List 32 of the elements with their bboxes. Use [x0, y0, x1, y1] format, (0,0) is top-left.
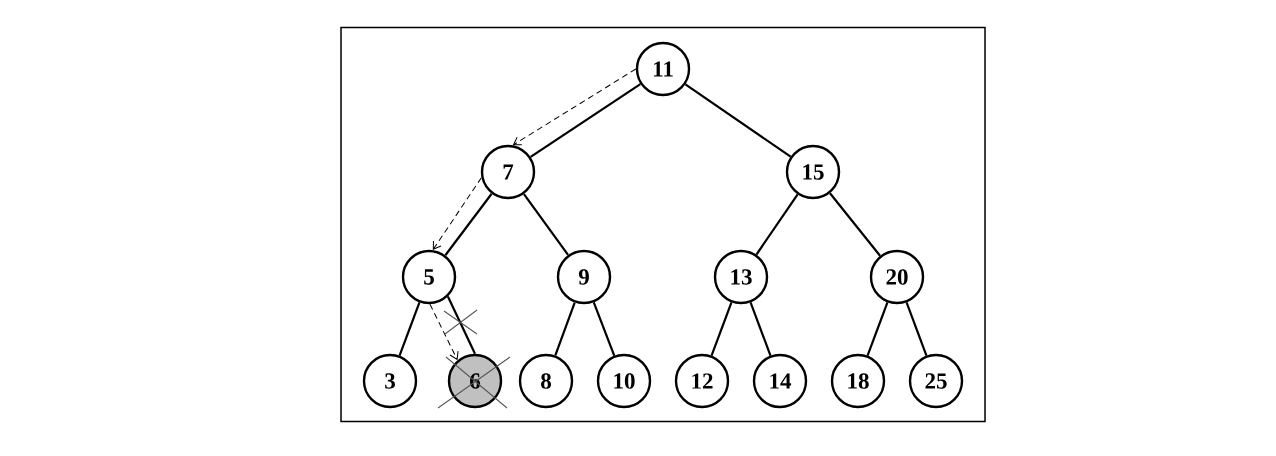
- tree-node: 25: [908, 353, 964, 409]
- tree-edge: [829, 192, 881, 257]
- tree-edge: [554, 302, 576, 356]
- tree-node: 11: [635, 41, 691, 97]
- tree-edge: [710, 302, 733, 356]
- tree-node: 6: [447, 353, 503, 409]
- tree-edge: [446, 296, 476, 355]
- tree-edge: [592, 302, 616, 356]
- dashed-arrow: [432, 177, 482, 250]
- tree-node: 13: [713, 249, 769, 305]
- tree-node: 10: [596, 353, 652, 409]
- dashed-arrow: [429, 303, 459, 360]
- tree-node: 8: [518, 353, 574, 409]
- dashed-arrow: [513, 68, 637, 146]
- tree-edge: [755, 193, 799, 256]
- tree-edge: [866, 302, 889, 356]
- tree-node: 20: [869, 249, 925, 305]
- tree-edge: [523, 193, 569, 256]
- tree-node: 3: [362, 353, 418, 409]
- tree-node: 18: [830, 353, 886, 409]
- tree-node: 12: [674, 353, 730, 409]
- tree-node: 15: [785, 144, 841, 200]
- tree-edge: [749, 302, 772, 356]
- tree-edge: [444, 193, 493, 256]
- tree-node: 7: [480, 144, 536, 200]
- tree-edge: [684, 83, 792, 158]
- tree-node: 9: [556, 249, 612, 305]
- tree-edge: [398, 302, 421, 356]
- tree-edge: [905, 302, 928, 356]
- tree-edge: [530, 83, 641, 158]
- tree-node: 14: [752, 353, 808, 409]
- tree-node: 5: [401, 249, 457, 305]
